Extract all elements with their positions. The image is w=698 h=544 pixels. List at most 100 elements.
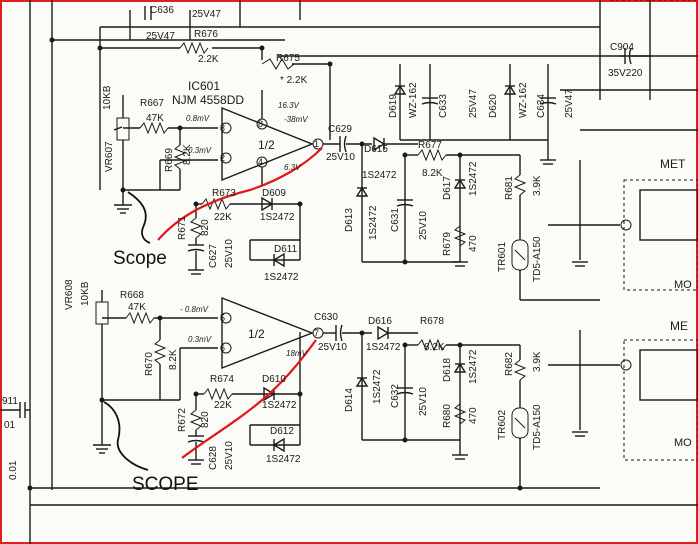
label-25v47-c634: 25V47 xyxy=(564,89,575,118)
label-r675-val: * 2.2K xyxy=(280,75,308,86)
label-38mv: -38mV xyxy=(284,115,308,124)
pin-2: 2 xyxy=(220,153,225,163)
label-25v47-top: 25V47 xyxy=(192,9,221,20)
wiring xyxy=(29,0,698,544)
label-r680: R680 xyxy=(442,404,453,428)
label-c904-val: 35V220 xyxy=(608,68,643,79)
label-half-lower: 1/2 xyxy=(248,327,265,341)
label-c636: C636 xyxy=(150,5,174,16)
label-wz162-a: WZ-162 xyxy=(408,82,419,118)
black-scope-lead-lower xyxy=(103,401,149,471)
label-d609: D609 xyxy=(262,188,286,199)
label-ic601: IC601 xyxy=(188,79,220,93)
label-r671: R671 xyxy=(177,216,188,240)
label-c632: C632 xyxy=(390,384,401,408)
label-25v10-c630: 25V10 xyxy=(318,342,347,353)
label-1s2472-d617: 1S2472 xyxy=(468,161,479,196)
label-1s2472-d612: 1S2472 xyxy=(266,454,301,465)
label-td5a150-upper: TD5-A150 xyxy=(532,236,543,282)
label-ic-part: NJM 4558DD xyxy=(172,93,244,107)
label-r673-val: 22K xyxy=(214,212,232,223)
label-1s2472-d609: 1S2472 xyxy=(260,212,295,223)
label-r679: R679 xyxy=(442,232,453,256)
black-scope-lead-upper xyxy=(127,191,151,244)
label-25v10-c628: 25V10 xyxy=(224,441,235,470)
label-c627: C627 xyxy=(208,244,219,268)
label-met-lower: ME xyxy=(670,319,688,333)
label-tr602: TR602 xyxy=(497,410,508,440)
red-probe-line-lower xyxy=(181,339,317,459)
label-met-upper: MET xyxy=(660,157,686,171)
pin-6: 6 xyxy=(220,343,225,353)
annotation-scope-lower: SCOPE xyxy=(132,474,199,495)
label-470-lower: 470 xyxy=(468,407,479,424)
label-r676: R676 xyxy=(194,29,218,40)
label-vr608: VR608 xyxy=(64,279,75,310)
label-470-upper: 470 xyxy=(468,235,479,252)
label-c634: C634 xyxy=(536,94,547,118)
label-c630: C630 xyxy=(314,312,338,323)
label-c633: C633 xyxy=(438,94,449,118)
pin-4: 4 xyxy=(258,157,263,167)
label-d616: D616 xyxy=(368,316,392,327)
label-1s2472-d618: 1S2472 xyxy=(468,349,479,384)
label-d612: D612 xyxy=(270,426,294,437)
label-r676-val: 2.2K xyxy=(198,54,219,65)
label-1s2472-d616: 1S2472 xyxy=(366,342,401,353)
label-25v10-c631: 25V10 xyxy=(418,211,429,240)
label-01: 01 xyxy=(4,420,16,431)
red-probe-line-upper xyxy=(157,147,323,241)
label-vr607: VR607 xyxy=(104,141,115,172)
pin-7: 7 xyxy=(314,328,319,338)
label-25v47-c636: 25V47 xyxy=(146,31,175,42)
label-wz162-b: WZ-162 xyxy=(518,82,529,118)
label-c628: C628 xyxy=(208,446,219,470)
label-r667-val: 47K xyxy=(146,113,164,124)
label-r682-val: 3.9K xyxy=(532,351,543,372)
label-820-lower: 820 xyxy=(200,411,211,428)
pin-5: 5 xyxy=(220,313,225,323)
component-labels: C636 25V47 25V47 R676 2.2K R675 * 2.2K I… xyxy=(2,5,692,480)
label-d618: D618 xyxy=(442,358,453,382)
label-mo-lower: MO xyxy=(674,437,692,449)
label-neg08mv: - 0.8mV xyxy=(180,305,209,314)
label-d610: D610 xyxy=(262,374,286,385)
label-1s2472-d614: 1S2472 xyxy=(372,369,383,404)
label-r677: R677 xyxy=(418,140,442,151)
label-r670: R670 xyxy=(144,352,155,376)
pin-3: 3 xyxy=(220,123,225,133)
label-d615: D615 xyxy=(364,144,388,155)
label-half-upper: 1/2 xyxy=(258,138,275,152)
label-r678-val: 8.2K xyxy=(424,342,445,353)
label-10kb-upper: 10KB xyxy=(102,85,113,110)
label-911: 911 xyxy=(2,396,18,407)
label-25v10-c629: 25V10 xyxy=(326,152,355,163)
label-r681: R681 xyxy=(504,176,515,200)
label-r673: R673 xyxy=(212,188,236,199)
junction-dots xyxy=(27,37,523,491)
label-1s2472-d613: 1S2472 xyxy=(368,205,379,240)
label-25v10-c627: 25V10 xyxy=(224,239,235,268)
label-1s2472-d610: 1S2472 xyxy=(262,400,297,411)
label-r668: R668 xyxy=(120,290,144,301)
label-tr601: TR601 xyxy=(497,242,508,272)
label-10kb-lower: 10KB xyxy=(80,281,91,306)
label-r669: R669 xyxy=(164,148,175,172)
label-r669-val: 8.2K xyxy=(182,144,193,165)
label-08mv: 0.8mV xyxy=(186,114,210,123)
pin-8: 8 xyxy=(258,119,263,129)
label-1s2472-d611: 1S2472 xyxy=(264,272,299,283)
label-25v10-c632: 25V10 xyxy=(418,387,429,416)
label-63v: 6.3V xyxy=(284,163,301,172)
label-r682: R682 xyxy=(504,352,515,376)
label-d611: D611 xyxy=(274,244,298,255)
label-r681-val: 3.9K xyxy=(532,175,543,196)
label-r668-val: 47K xyxy=(128,302,146,313)
label-163v: 16.3V xyxy=(278,101,300,110)
upper-channel xyxy=(113,64,698,301)
label-r672: R672 xyxy=(177,408,188,432)
label-r674: R674 xyxy=(210,374,234,385)
label-03mv-upper: 0.3mV xyxy=(188,146,212,155)
